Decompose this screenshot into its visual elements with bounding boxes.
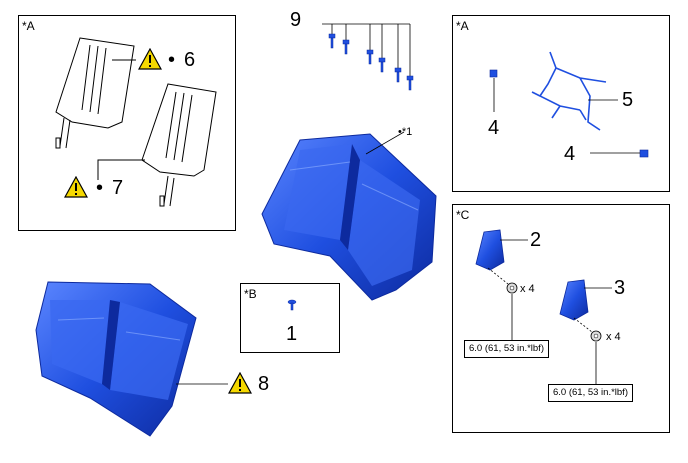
seat-frame-upper <box>55 37 135 149</box>
seat-frame-lower <box>141 83 217 207</box>
leader-star1 <box>365 131 405 155</box>
panel-label-bottom-right: *C <box>456 208 470 222</box>
callout-1: 1 <box>286 323 298 345</box>
panel-middle-small <box>240 283 340 353</box>
clip-part-1 <box>287 299 297 311</box>
nut-3 <box>590 330 602 342</box>
quantity-label: x 4 <box>520 283 535 295</box>
bolt-icons <box>328 33 414 91</box>
callout-4a: 4 <box>488 117 500 139</box>
bullet-6: • <box>168 49 176 71</box>
bullet-7: • <box>96 177 104 199</box>
leader-7 <box>97 159 145 180</box>
callout-star1: •*1 <box>398 126 413 138</box>
panel-label-top-right: *A <box>456 19 469 33</box>
callout-9: 9 <box>290 9 302 31</box>
seatback-assembly <box>261 133 437 301</box>
torque-spec-box: 6.0 (61, 53 in.*lbf) <box>548 384 633 402</box>
panel-top-right <box>452 15 670 192</box>
wire-harness-5 <box>531 51 607 131</box>
torque-spec-box: 6.0 (61, 53 in.*lbf) <box>464 340 549 358</box>
nut-2 <box>506 282 518 294</box>
callout-3: 3 <box>614 277 626 299</box>
bracket-part-3 <box>559 279 589 321</box>
panel-label-middle-small: *B <box>244 287 257 301</box>
bracket-part-2 <box>475 229 505 271</box>
callout-6: 6 <box>184 49 196 71</box>
callout-2: 2 <box>530 229 542 251</box>
callout-5: 5 <box>622 89 634 111</box>
callout-8: 8 <box>258 373 270 395</box>
caution-triangle-icon <box>64 176 88 198</box>
caution-triangle-icon <box>228 372 252 394</box>
connector-4b <box>639 149 649 158</box>
connector-4a <box>489 69 498 78</box>
caution-triangle-icon <box>138 48 162 70</box>
callout-4b: 4 <box>564 143 576 165</box>
quantity-label: x 4 <box>606 331 621 343</box>
seat-cushion <box>35 281 197 437</box>
bolts-group <box>322 23 411 76</box>
callout-7: 7 <box>112 177 124 199</box>
panel-label-top-left: *A <box>22 19 35 33</box>
